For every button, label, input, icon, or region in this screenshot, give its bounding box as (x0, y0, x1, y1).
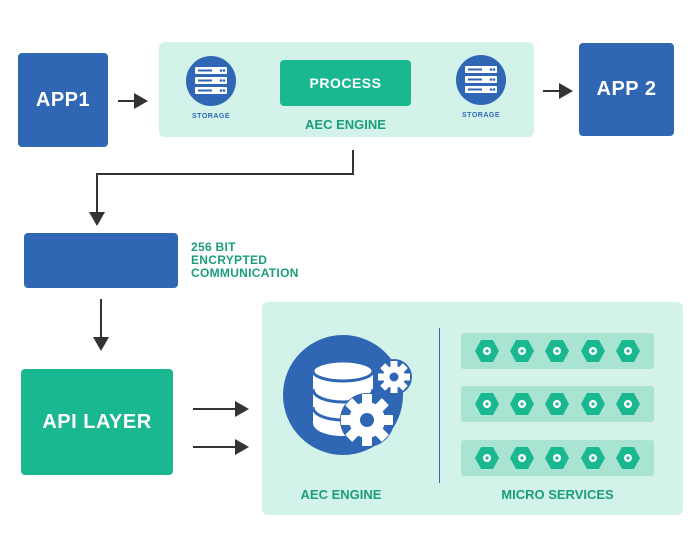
api-layer-box: API LAYER (21, 369, 173, 475)
server-stack-icon (456, 55, 506, 105)
hexagon-service-icon (616, 393, 641, 415)
hexagon-service-icon (545, 340, 570, 362)
micro-services-label: MICRO SERVICES (501, 487, 614, 502)
app1-label: APP1 (35, 88, 91, 111)
app1-box: APP1 (18, 53, 108, 147)
app2-box: APP 2 (579, 43, 674, 136)
storage-left-label: STORAGE (192, 113, 230, 120)
encryption-line-1: 256 BIT (191, 240, 236, 254)
encryption-line-3: COMMUNICATION (191, 266, 299, 280)
process-box: PROCESS (280, 60, 411, 106)
hexagon-service-icon (580, 340, 605, 362)
microservice-row-3 (461, 440, 654, 476)
hexagon-service-icon (474, 447, 499, 469)
bottom-engine-label: AEC ENGINE (300, 487, 382, 502)
hexagon-service-icon (580, 447, 605, 469)
engine-icon-wrap (281, 333, 421, 473)
hexagon-service-icon (616, 447, 641, 469)
storage-right: STORAGE (451, 54, 511, 124)
microservice-row-1 (461, 333, 654, 369)
hexagon-service-icon (474, 340, 499, 362)
app2-label: APP 2 (596, 78, 657, 100)
encryption-line-2: ENCRYPTED (191, 253, 268, 267)
storage-right-label: STORAGE (462, 112, 500, 119)
hexagon-service-icon (616, 340, 641, 362)
panel-divider (439, 328, 440, 483)
microservice-row-2 (461, 386, 654, 422)
encryption-bar (24, 233, 178, 288)
hexagon-service-icon (580, 393, 605, 415)
server-stack-icon (186, 56, 236, 106)
storage-left: STORAGE (181, 55, 241, 125)
database-gears-icon (283, 335, 412, 455)
encryption-text: 256 BIT ENCRYPTED COMMUNICATION (191, 241, 299, 280)
hexagon-service-icon (510, 447, 535, 469)
hexagon-service-icon (510, 340, 535, 362)
arrow-engine-to-encryption (89, 150, 354, 226)
hexagon-service-icon (510, 393, 535, 415)
hexagon-service-icon (545, 393, 570, 415)
process-label: PROCESS (309, 75, 382, 91)
api-layer-label: API LAYER (42, 410, 152, 433)
hexagon-service-icon (545, 447, 570, 469)
top-engine-label: AEC ENGINE (305, 117, 386, 132)
hexagon-service-icon (474, 393, 499, 415)
